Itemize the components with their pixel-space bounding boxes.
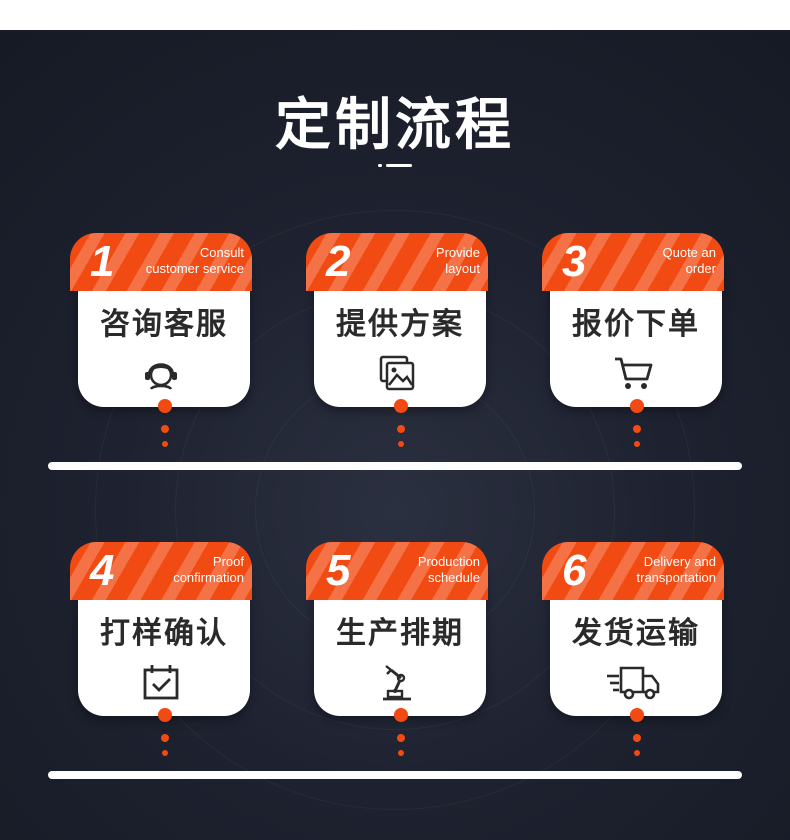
delivery-truck-icon (607, 666, 660, 700)
top-white-strip (0, 0, 790, 30)
connector-dot (158, 708, 172, 722)
connector-dot (398, 750, 404, 756)
header-stripes (306, 233, 488, 291)
step-english-line: Delivery and (643, 554, 716, 569)
step-english-line: customer service (145, 261, 244, 276)
connector-dot (398, 441, 404, 447)
step-card-4: 4 Proof confirmation 打样确认 (70, 542, 252, 718)
step-number: 5 (326, 546, 351, 595)
connector-dot (158, 399, 172, 413)
step-english-line: Production (417, 554, 480, 569)
step-header: 6 Delivery and transportation (542, 542, 724, 600)
step-header: 2 Provide layout (306, 233, 488, 291)
step-english-line: Provide (435, 245, 480, 260)
step-header: 3 Quote an order (542, 233, 724, 291)
step-chinese-label: 打样确认 (100, 616, 228, 651)
step-chinese-label: 发货运输 (572, 616, 700, 651)
header-stripes (542, 233, 724, 291)
step-english-line: order (685, 261, 716, 276)
connector-dot (630, 399, 644, 413)
customer-service-icon (145, 363, 177, 390)
header-stripes (70, 233, 252, 291)
step-english-line: Proof (212, 554, 244, 569)
step-chinese-label: 报价下单 (572, 307, 700, 342)
step-chinese-label: 生产排期 (336, 616, 464, 651)
step-card-5: 5 Production schedule 生产排期 (306, 542, 488, 718)
step-english-line: schedule (427, 570, 480, 585)
step-card-3: 3 Quote an order 报价下单 (542, 233, 724, 409)
connector-dot (397, 734, 405, 742)
connector-dot (630, 708, 644, 722)
step-header: 4 Proof confirmation (70, 542, 252, 600)
process-panel: 定制流程 1 Consult customer service 咨询客服 2 (0, 30, 790, 840)
step-english-label: Provide layout (340, 245, 480, 277)
step-number: 4 (90, 546, 115, 595)
title-underline (386, 164, 412, 167)
step-english-line: layout (445, 261, 480, 276)
title-underline-dot (378, 164, 382, 167)
step-english-line: transportation (636, 570, 717, 585)
step-number: 2 (326, 237, 351, 286)
step-english-line: Consult (199, 245, 244, 260)
step-number: 1 (90, 237, 115, 286)
step-english-label: Quote an order (576, 245, 717, 277)
step-header: 1 Consult customer service (70, 233, 252, 291)
step-english-line: confirmation (173, 570, 244, 585)
step-card-2: 2 Provide layout 提供方案 (306, 233, 488, 409)
header-stripes (542, 542, 724, 600)
header-stripes (306, 542, 488, 600)
timeline-bar (48, 771, 742, 779)
calendar-check-icon (143, 665, 179, 700)
background-ring (95, 210, 695, 810)
connector-dot (161, 425, 169, 433)
header-stripes (70, 542, 252, 600)
step-english-label: Consult customer service (104, 245, 244, 277)
connector-dot (634, 441, 640, 447)
step-card-6: 6 Delivery and transportation 发货运输 (542, 542, 724, 718)
step-number: 3 (562, 237, 587, 286)
timeline-bar (48, 462, 742, 470)
step-chinese-label: 提供方案 (336, 307, 464, 342)
step-chinese-label: 咨询客服 (100, 307, 228, 342)
step-header: 5 Production schedule (306, 542, 488, 600)
step-english-label: Delivery and transportation (576, 554, 717, 586)
connector-dot (394, 399, 408, 413)
connector-dot (162, 750, 168, 756)
image-layout-icon (379, 355, 415, 391)
connector-dot (397, 425, 405, 433)
step-card-1: 1 Consult customer service 咨询客服 (70, 233, 252, 409)
robot-arm-icon (383, 665, 411, 701)
connector-dot (633, 425, 641, 433)
connector-dot (162, 441, 168, 447)
step-english-label: Production schedule (340, 554, 480, 586)
step-english-line: Quote an (662, 245, 717, 260)
connector-dot (161, 734, 169, 742)
page-title: 定制流程 (275, 93, 515, 158)
connector-dot (634, 750, 640, 756)
connector-dot (633, 734, 641, 742)
connector-dot (394, 708, 408, 722)
shopping-cart-icon (615, 357, 653, 389)
step-number: 6 (562, 546, 587, 595)
step-english-label: Proof confirmation (104, 554, 244, 586)
